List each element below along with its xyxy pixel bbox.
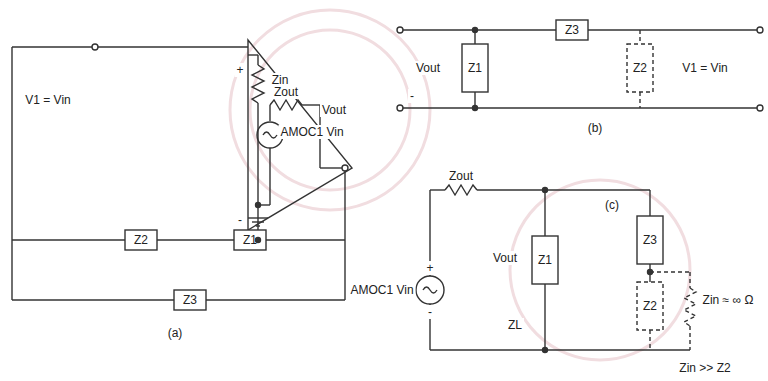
polarity-sign: -: [408, 89, 416, 103]
figure-label: (b): [586, 121, 605, 135]
wire: [257, 55, 258, 65]
wire: [588, 29, 757, 30]
voltage-label: V1 = Vin: [680, 61, 729, 75]
impedance-box: [532, 236, 558, 284]
wire: [11, 47, 12, 300]
wire: [12, 239, 125, 240]
impedance-box: [556, 20, 588, 40]
wire: [269, 105, 270, 121]
impedance-label: Z2: [631, 61, 649, 75]
impedance-label: Z3: [563, 23, 581, 37]
impedance-box: [462, 44, 488, 92]
impedance-label: Zin ≈ ∞ Ω: [701, 293, 756, 307]
zout-resistor: [445, 185, 477, 195]
wire: [257, 103, 258, 205]
wire: [477, 189, 650, 190]
impedance-box: [174, 290, 206, 310]
impedance-box-dashed: [627, 44, 653, 92]
wire: [12, 299, 174, 300]
wire: [248, 54, 258, 55]
polarity-sign: -: [236, 213, 244, 227]
impedance-box: [637, 216, 663, 264]
note: Zin >> Z2: [677, 361, 732, 375]
polarity-sign: +: [234, 63, 245, 77]
voltage-label: V1 = Vin: [23, 93, 72, 107]
voltage-label: Vout: [414, 61, 442, 75]
impedance-label: Z2: [132, 233, 150, 247]
wire: [266, 239, 345, 240]
wire: [320, 167, 345, 168]
wire: [157, 239, 234, 240]
impedance-label: Z3: [181, 293, 199, 307]
terminal: [342, 165, 348, 171]
impedance-box: [125, 230, 157, 250]
impedance-box-dashed: [637, 282, 663, 330]
impedance-label: Z1: [466, 61, 484, 75]
source-label: AMOC1 Vin: [348, 283, 415, 297]
zin-resistor: [252, 65, 264, 103]
impedance-label: ZL: [506, 318, 524, 332]
zout-resistor: [270, 100, 302, 110]
wire: [302, 104, 320, 105]
voltage-label: Vout: [491, 251, 519, 265]
impedance-box: [234, 230, 266, 250]
wire: [430, 349, 690, 350]
terminal: [92, 44, 98, 50]
wire: [403, 107, 757, 108]
wire: [12, 46, 248, 47]
impedance-label: Zout: [447, 169, 475, 183]
wire: [206, 299, 345, 300]
voltage-source: [416, 276, 444, 304]
wire: [269, 148, 270, 205]
watermark-seal: [230, 10, 690, 360]
impedance-label: Z3: [641, 233, 659, 247]
impedance-label: Z1: [536, 253, 554, 267]
voltage-label: Vout: [320, 103, 348, 117]
figure-label: (c): [603, 198, 621, 212]
opamp-triangle: [248, 40, 352, 230]
wire: [344, 171, 345, 300]
zin-resistor-dashed: [684, 288, 696, 326]
ground-symbol: [248, 217, 268, 218]
impedance-label: Z2: [641, 299, 659, 313]
impedance-label: Zout: [272, 85, 300, 99]
figure-label: (a): [166, 326, 185, 340]
polarity-sign: -: [426, 305, 434, 319]
wire: [403, 29, 556, 30]
polarity-sign: +: [424, 261, 435, 275]
source-label: AMOC1 Vin: [278, 125, 345, 139]
impedance-label: Z1: [241, 233, 259, 247]
